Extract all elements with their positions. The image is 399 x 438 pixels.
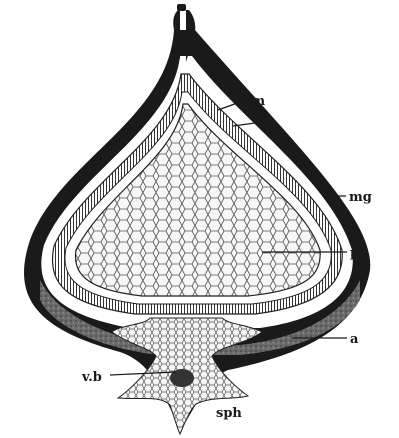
label-sph: sph <box>216 406 242 421</box>
label-vb: v.b <box>81 370 102 385</box>
label-mg: mg <box>349 190 372 205</box>
label-sm: sm <box>244 94 265 109</box>
label-pr: pr <box>350 246 366 261</box>
micropyle-tip <box>177 4 186 11</box>
label-a: a <box>350 332 359 347</box>
label-i: i <box>266 115 271 130</box>
